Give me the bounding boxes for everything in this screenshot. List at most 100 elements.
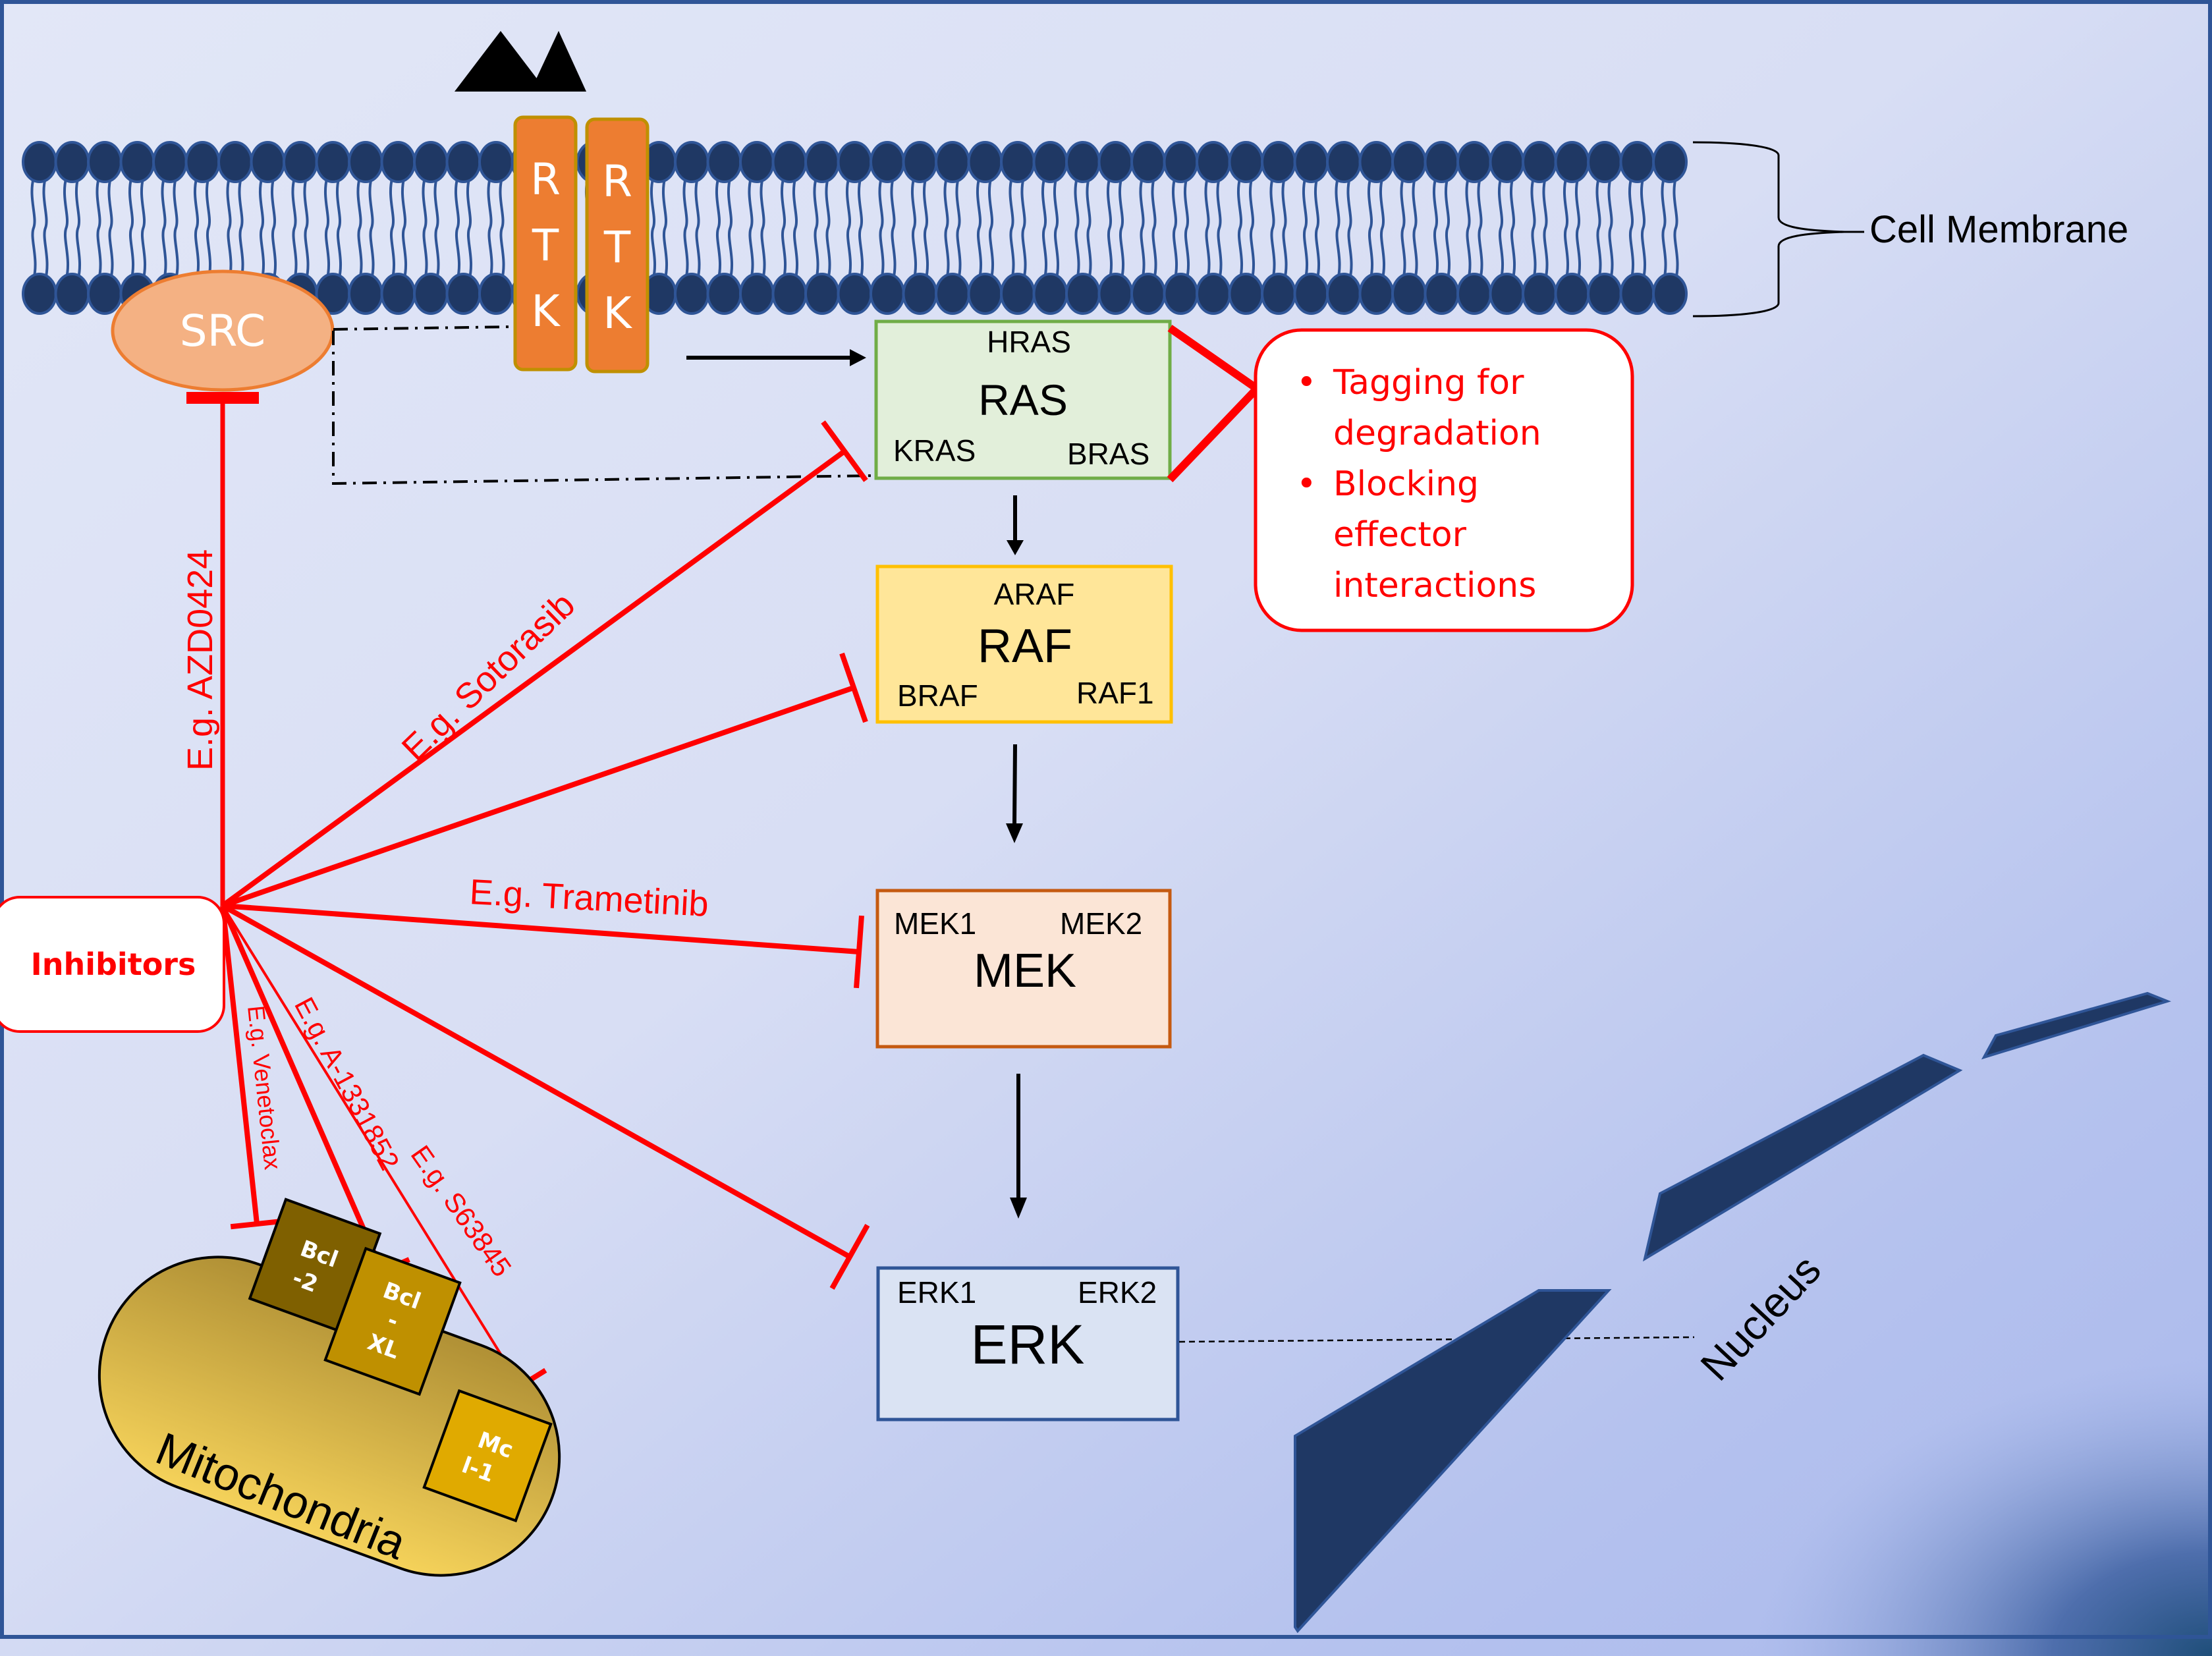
lipid-head	[739, 141, 775, 183]
lipid-head	[1619, 141, 1655, 183]
raf-title: RAF	[978, 620, 1072, 673]
lipid-head	[1489, 141, 1525, 183]
callout-line: degradation	[1333, 414, 1541, 453]
lipid-head	[445, 141, 482, 183]
lipid-head	[1326, 141, 1362, 183]
lipid-head	[935, 141, 970, 183]
phospholipid	[1163, 141, 1199, 315]
phospholipid	[1261, 141, 1296, 315]
kras-label: KRAS	[893, 433, 976, 468]
lipid-head	[1097, 273, 1134, 315]
phospholipid	[1130, 141, 1166, 315]
lipid-head	[706, 273, 742, 315]
inhibit-erk-line	[221, 903, 851, 1259]
lipid-head	[1261, 273, 1296, 315]
mek-node[interactable]: MEK1 MEK2 MEK	[875, 889, 1172, 1049]
lipid-head	[54, 141, 90, 183]
rtk-letter: K	[603, 288, 632, 339]
phospholipid	[54, 141, 90, 315]
lipid-head	[804, 273, 840, 315]
ras-node[interactable]: HRAS RAS KRAS BRAS	[874, 319, 1172, 480]
lipid-head	[1065, 273, 1101, 315]
lipid-head	[1424, 141, 1460, 183]
inhibit-mek-bar	[854, 915, 864, 989]
lipid-head	[1261, 141, 1296, 183]
phospholipid	[1065, 141, 1101, 315]
inhibit-raf-line	[221, 685, 855, 908]
raf-node[interactable]: ARAF RAF BRAF RAF1	[875, 565, 1173, 724]
src-label: SRC	[180, 306, 266, 356]
phospholipid	[1000, 141, 1036, 315]
lipid-head	[739, 273, 775, 315]
lipid-head	[837, 141, 873, 183]
lipid-head	[1130, 141, 1166, 183]
callout-line: effector	[1333, 515, 1467, 555]
lipid-head	[87, 273, 123, 315]
lipid-head	[1522, 273, 1557, 315]
lipid-head	[1293, 273, 1329, 315]
inhibit-ras-bar	[821, 420, 868, 482]
inhibitor-lines	[186, 392, 870, 1404]
lipid-head	[706, 141, 742, 183]
lipid-head	[1391, 273, 1427, 315]
lipid-head	[967, 141, 1003, 183]
callout-line: Blocking	[1333, 464, 1479, 504]
lipid-head	[445, 273, 482, 315]
phospholipid	[935, 141, 970, 315]
erk-node[interactable]: ERK1 ERK2 ERK	[876, 1266, 1180, 1421]
raf1-label: RAF1	[1076, 676, 1154, 710]
bclxl-protein[interactable]: Bcl - XL	[323, 1246, 462, 1396]
lipid-head	[1456, 273, 1492, 315]
lipid-head	[348, 273, 383, 315]
inhibitors-label: Inhibitors	[31, 947, 196, 982]
lipid-head	[1000, 273, 1036, 315]
lipid-head	[152, 141, 188, 183]
lipid-head	[1196, 273, 1231, 315]
phospholipid	[413, 141, 449, 315]
erk-nucleus-connector	[1178, 1336, 1695, 1343]
phospholipid	[445, 141, 482, 315]
lipid-head	[1619, 273, 1655, 315]
lipid-head	[837, 273, 873, 315]
lipid-head	[22, 141, 57, 183]
phospholipid	[1619, 141, 1655, 315]
rtk-to-ras-arrow	[686, 349, 866, 366]
rtk-receptor-2: R T K	[585, 117, 650, 373]
lipid-head	[1391, 141, 1427, 183]
inhibitors-node[interactable]: Inhibitors	[0, 896, 225, 1033]
lipid-head	[1554, 273, 1590, 315]
lipid-head	[1587, 273, 1622, 315]
lipid-head	[1652, 273, 1688, 315]
lipid-head	[250, 141, 286, 183]
phospholipid	[1554, 141, 1590, 315]
hras-label: HRAS	[987, 325, 1071, 359]
lipid-head	[1456, 141, 1492, 183]
lipid-head	[348, 141, 383, 183]
lipid-head	[1032, 141, 1068, 183]
phospholipid	[902, 141, 938, 315]
lipid-head	[804, 141, 840, 183]
lipid-head	[1293, 141, 1329, 183]
phospholipid	[771, 141, 808, 315]
lipid-head	[1522, 141, 1557, 183]
lipid-head	[1652, 141, 1688, 183]
lipid-head	[935, 273, 970, 315]
phospholipid	[804, 141, 840, 315]
phospholipid	[706, 141, 742, 315]
erk-title: ERK	[971, 1313, 1085, 1375]
lipid-head	[217, 141, 253, 183]
lipid-head	[478, 141, 514, 183]
phospholipid	[1326, 141, 1362, 315]
nuclear-envelope-segment	[1294, 1289, 1612, 1634]
lipid-head	[380, 273, 416, 315]
inhibit-ras-line	[221, 449, 846, 908]
lipid-head	[413, 141, 449, 183]
ras-targeting-callout: • Tagging for degradation • Blocking eff…	[1254, 328, 1634, 632]
callout-line: Tagging for	[1333, 363, 1524, 402]
inhibit-mek-line	[222, 903, 860, 954]
mek-to-erk-arrow	[1010, 1074, 1027, 1219]
araf-label: ARAF	[994, 577, 1075, 611]
nuclear-envelope-segment	[1642, 1053, 1963, 1262]
mcl1-protein[interactable]: Mc l-1	[422, 1389, 553, 1523]
src-node[interactable]: SRC	[111, 269, 335, 392]
